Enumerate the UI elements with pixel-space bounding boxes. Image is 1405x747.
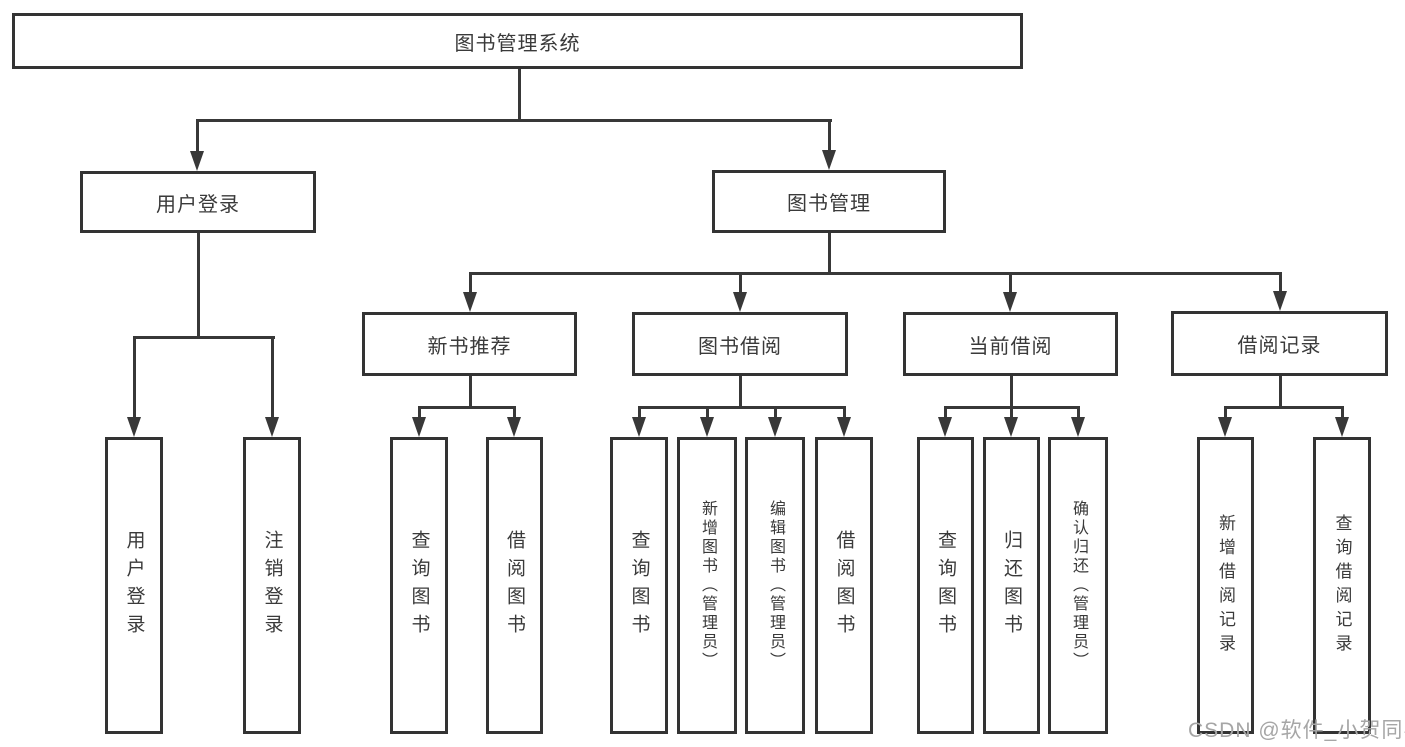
arrowhead — [190, 151, 204, 171]
leaf-borrow-borrow-books: 借阅图书 — [815, 437, 873, 734]
leaf-user-login-label: 用户登录 — [123, 529, 145, 642]
node-root-label: 图书管理系统 — [454, 32, 581, 55]
node-book-management-label: 图书管理 — [787, 193, 871, 215]
leaf-query-borrow-record-label: 查询借阅记录 — [1332, 513, 1352, 658]
csdn-watermark: CSDN @软件_小贺同学 — [1188, 719, 1405, 742]
node-new-book-recommend-label: 新书推荐 — [427, 335, 512, 358]
leaf-borrow-borrow-books-label: 借阅图书 — [833, 529, 855, 642]
arrowhead — [1071, 417, 1085, 437]
arrowhead — [507, 417, 521, 437]
connector-drop-leaf — [133, 336, 136, 421]
connector-new-book-recommend-bus — [418, 406, 516, 409]
node-root: 图书管理系统 — [12, 13, 1023, 69]
leaf-current-query-books-label: 查询图书 — [935, 529, 956, 642]
arrowhead — [1335, 417, 1349, 437]
node-current-borrow-label: 当前借阅 — [968, 335, 1053, 358]
connector-borrow-record-bus — [1224, 406, 1344, 409]
node-book-management: 图书管理 — [712, 170, 946, 233]
leaf-recommend-borrow-books-label: 借阅图书 — [504, 529, 525, 642]
node-user-login: 用户登录 — [80, 171, 316, 233]
connector-drop-leaf — [1224, 406, 1227, 421]
arrowhead — [768, 417, 782, 437]
leaf-current-query-books: 查询图书 — [917, 437, 974, 734]
leaf-borrow-query-books: 查询图书 — [610, 437, 668, 734]
connector-drop-leaf — [774, 406, 777, 421]
connector-drop-leaf — [944, 406, 947, 421]
arrowhead — [127, 417, 141, 437]
leaf-logout-label: 注销登录 — [261, 529, 283, 642]
connector-user-login-bus — [133, 336, 275, 339]
leaf-recommend-query-books: 查询图书 — [390, 437, 448, 734]
arrowhead — [938, 417, 952, 437]
arrowhead — [265, 417, 279, 437]
arrowhead — [1004, 417, 1018, 437]
arrowhead — [412, 417, 426, 437]
leaf-query-borrow-record: 查询借阅记录 — [1313, 437, 1371, 734]
node-book-borrow-label: 图书借阅 — [698, 335, 782, 358]
connector-book-borrow-bus — [638, 406, 846, 409]
connector-drop-book-management — [828, 119, 831, 154]
connector-drop-leaf — [638, 406, 641, 421]
leaf-return-books-label: 归还图书 — [1001, 529, 1022, 642]
connector-book-management-bus — [469, 272, 1281, 275]
connector-drop-leaf — [843, 406, 846, 421]
leaf-recommend-borrow-books: 借阅图书 — [486, 437, 543, 734]
connector-drop-leaf — [1077, 406, 1080, 421]
arrowhead — [1273, 291, 1287, 311]
arrowhead — [700, 417, 714, 437]
leaf-add-borrow-record: 新增借阅记录 — [1197, 437, 1254, 734]
leaf-logout: 注销登录 — [243, 437, 301, 734]
leaf-add-books-admin: 新增图书（管理员） — [677, 437, 737, 734]
arrowhead — [632, 417, 646, 437]
connector-book-management-stem — [828, 230, 831, 272]
connector-drop-leaf — [1341, 406, 1344, 421]
leaf-confirm-return-admin: 确认归还（管理员） — [1048, 437, 1108, 734]
connector-drop-new-book-recommend — [469, 272, 472, 296]
connector-borrow-record-stem — [1279, 373, 1282, 406]
leaf-borrow-query-books-label: 查询图书 — [628, 529, 650, 642]
node-new-book-recommend: 新书推荐 — [362, 312, 577, 376]
connector-user-login-stem — [197, 231, 200, 336]
connector-drop-leaf — [513, 406, 516, 421]
node-borrow-record-label: 借阅记录 — [1237, 335, 1322, 357]
leaf-recommend-query-books-label: 查询图书 — [408, 529, 430, 642]
connector-drop-user-login — [196, 119, 199, 155]
connector-drop-leaf — [706, 406, 709, 421]
connector-root-stem — [518, 66, 521, 119]
connector-drop-leaf — [1010, 406, 1013, 421]
arrowhead — [733, 292, 747, 312]
connector-drop-book-borrow — [739, 272, 742, 296]
connector-current-borrow-stem — [1010, 374, 1013, 406]
node-current-borrow: 当前借阅 — [903, 312, 1118, 376]
arrowhead — [837, 417, 851, 437]
leaf-edit-books-admin-label: 编辑图书（管理员） — [767, 500, 784, 671]
leaf-user-login: 用户登录 — [105, 437, 163, 734]
connector-root-bus — [196, 119, 832, 122]
leaf-confirm-return-admin-label: 确认归还（管理员） — [1070, 500, 1087, 671]
node-user-login-label: 用户登录 — [156, 193, 240, 216]
connector-drop-borrow-record — [1279, 272, 1282, 295]
connector-drop-current-borrow — [1009, 272, 1012, 296]
leaf-add-books-admin-label: 新增图书（管理员） — [699, 500, 716, 671]
arrowhead — [1003, 292, 1017, 312]
arrowhead — [822, 150, 836, 170]
leaf-edit-books-admin: 编辑图书（管理员） — [745, 437, 805, 734]
arrowhead — [463, 292, 477, 312]
connector-drop-leaf — [418, 406, 421, 421]
node-book-borrow: 图书借阅 — [632, 312, 848, 376]
node-borrow-record: 借阅记录 — [1171, 311, 1388, 376]
connector-new-book-recommend-stem — [469, 374, 472, 406]
leaf-return-books: 归还图书 — [983, 437, 1040, 734]
arrowhead — [1218, 417, 1232, 437]
connector-book-borrow-stem — [739, 374, 742, 406]
connector-drop-leaf — [271, 336, 274, 421]
leaf-add-borrow-record-label: 新增借阅记录 — [1216, 513, 1235, 658]
